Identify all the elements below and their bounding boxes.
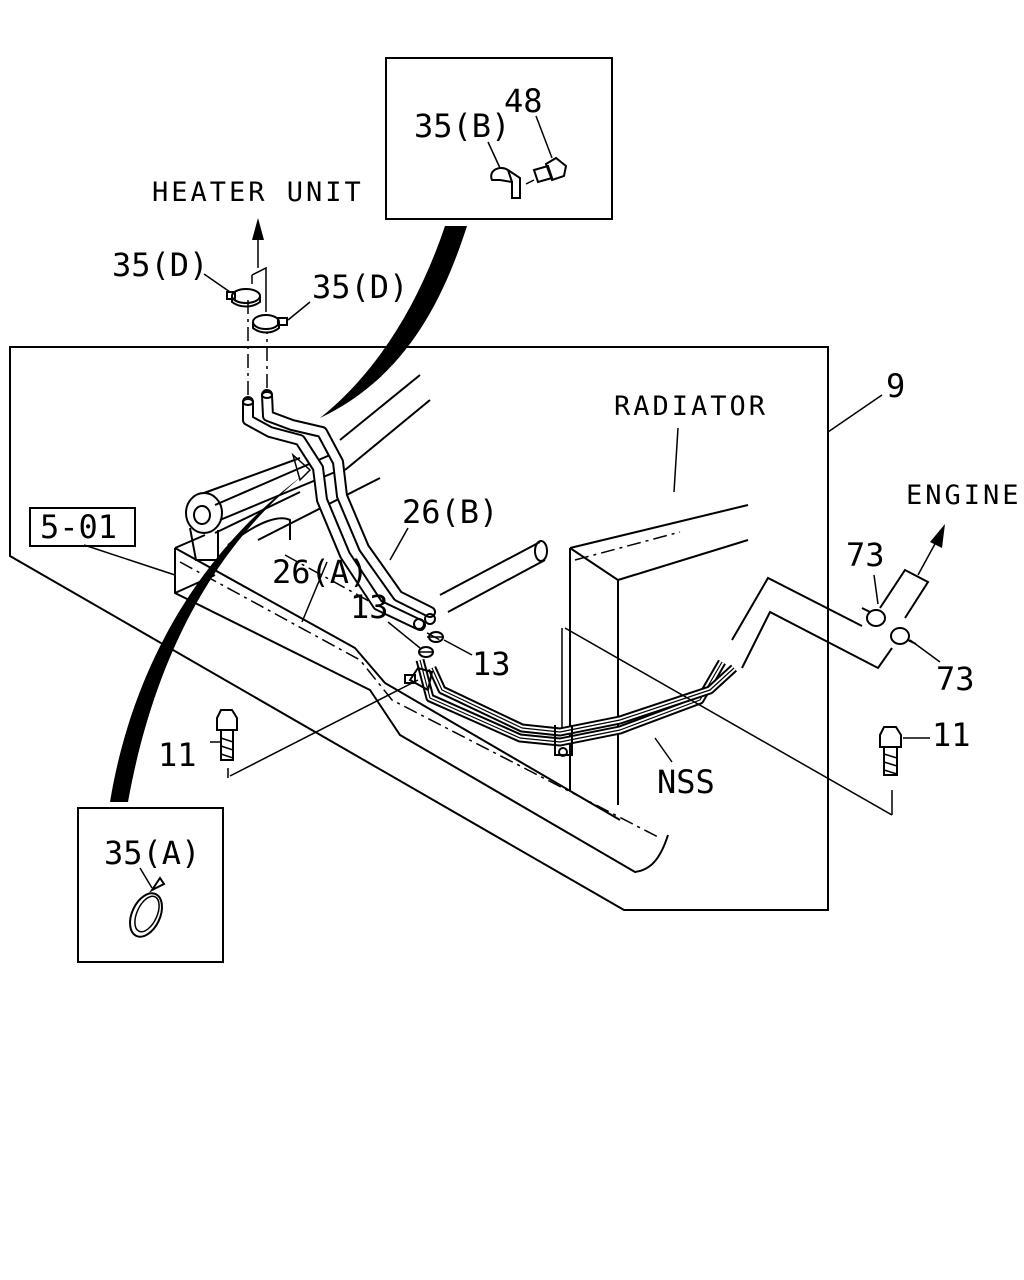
- callout-wedge-bottom: [110, 476, 302, 802]
- label-5-01: 5-01: [40, 508, 117, 546]
- label-part-35b: 35(B): [414, 107, 510, 145]
- bolt-11-right: [564, 627, 930, 816]
- label-part-73-upper: 73: [846, 536, 885, 574]
- heater-pipe-stub: [251, 266, 267, 312]
- leader-26b: [389, 527, 409, 561]
- arrow-engine: [930, 524, 945, 548]
- frame-rail: [174, 374, 669, 874]
- label-part-11-left: 11: [158, 736, 197, 774]
- arrow-heater-unit: [252, 218, 264, 240]
- clamp-13-lower: [418, 646, 434, 658]
- clamp-35a: [129, 867, 166, 938]
- label-part-35d-right: 35(D): [312, 268, 408, 306]
- label-part-13-lower: 13: [472, 645, 511, 683]
- radiator: [569, 427, 749, 805]
- leader-13-lower: [443, 639, 473, 656]
- leader-26a: [301, 561, 328, 623]
- leader-73-upper: [873, 574, 879, 605]
- leader-73-lower: [909, 639, 941, 663]
- clamp-35d-right: [252, 314, 288, 334]
- hose-26a-port: [413, 618, 425, 630]
- label-nss: NSS: [657, 763, 715, 801]
- label-part-73-lower: 73: [936, 660, 975, 698]
- callout-wedge-top: [320, 226, 467, 418]
- assembly-frame: [9, 346, 829, 911]
- label-part-35d-left: 35(D): [112, 246, 208, 284]
- label-part-11-right: 11: [932, 716, 971, 754]
- ref-box-5-01: [29, 507, 136, 547]
- inset-box-bracket: [385, 57, 613, 220]
- label-heater-unit: HEATER UNIT: [152, 177, 364, 208]
- label-part-35a: 35(A): [104, 834, 200, 872]
- inset-box-clamp: [77, 807, 224, 963]
- leader-9: [827, 394, 883, 433]
- label-part-26b: 26(B): [402, 493, 498, 531]
- hose-26b-port: [424, 613, 436, 625]
- label-engine: ENGINE: [906, 480, 1022, 511]
- leader-nss: [654, 737, 673, 763]
- hose-26a: [242, 396, 426, 631]
- label-radiator: RADIATOR: [614, 391, 768, 422]
- clamp-73-upper: [861, 607, 886, 627]
- clamp-13-upper: [427, 631, 444, 643]
- steel-pipes-nss: [404, 658, 738, 757]
- hose-26b-end: [261, 391, 273, 399]
- leader-5-01: [83, 544, 176, 576]
- clamp-35d-left: [226, 288, 261, 308]
- bolt-48: [525, 115, 568, 185]
- leader-13-upper: [387, 621, 421, 649]
- label-part-9: 9: [886, 367, 905, 405]
- engine-hoses: [731, 524, 945, 670]
- label-part-26a: 26(A): [272, 553, 368, 591]
- leader-35d-right: [287, 301, 311, 321]
- label-part-48: 48: [504, 82, 543, 120]
- bracket-35b: [487, 141, 521, 199]
- bolt-11-left: [210, 679, 419, 778]
- hose-26b: [261, 389, 436, 618]
- hose-26a-end: [242, 398, 254, 406]
- label-part-13-upper: 13: [350, 588, 389, 626]
- leader-35d-left: [203, 273, 231, 293]
